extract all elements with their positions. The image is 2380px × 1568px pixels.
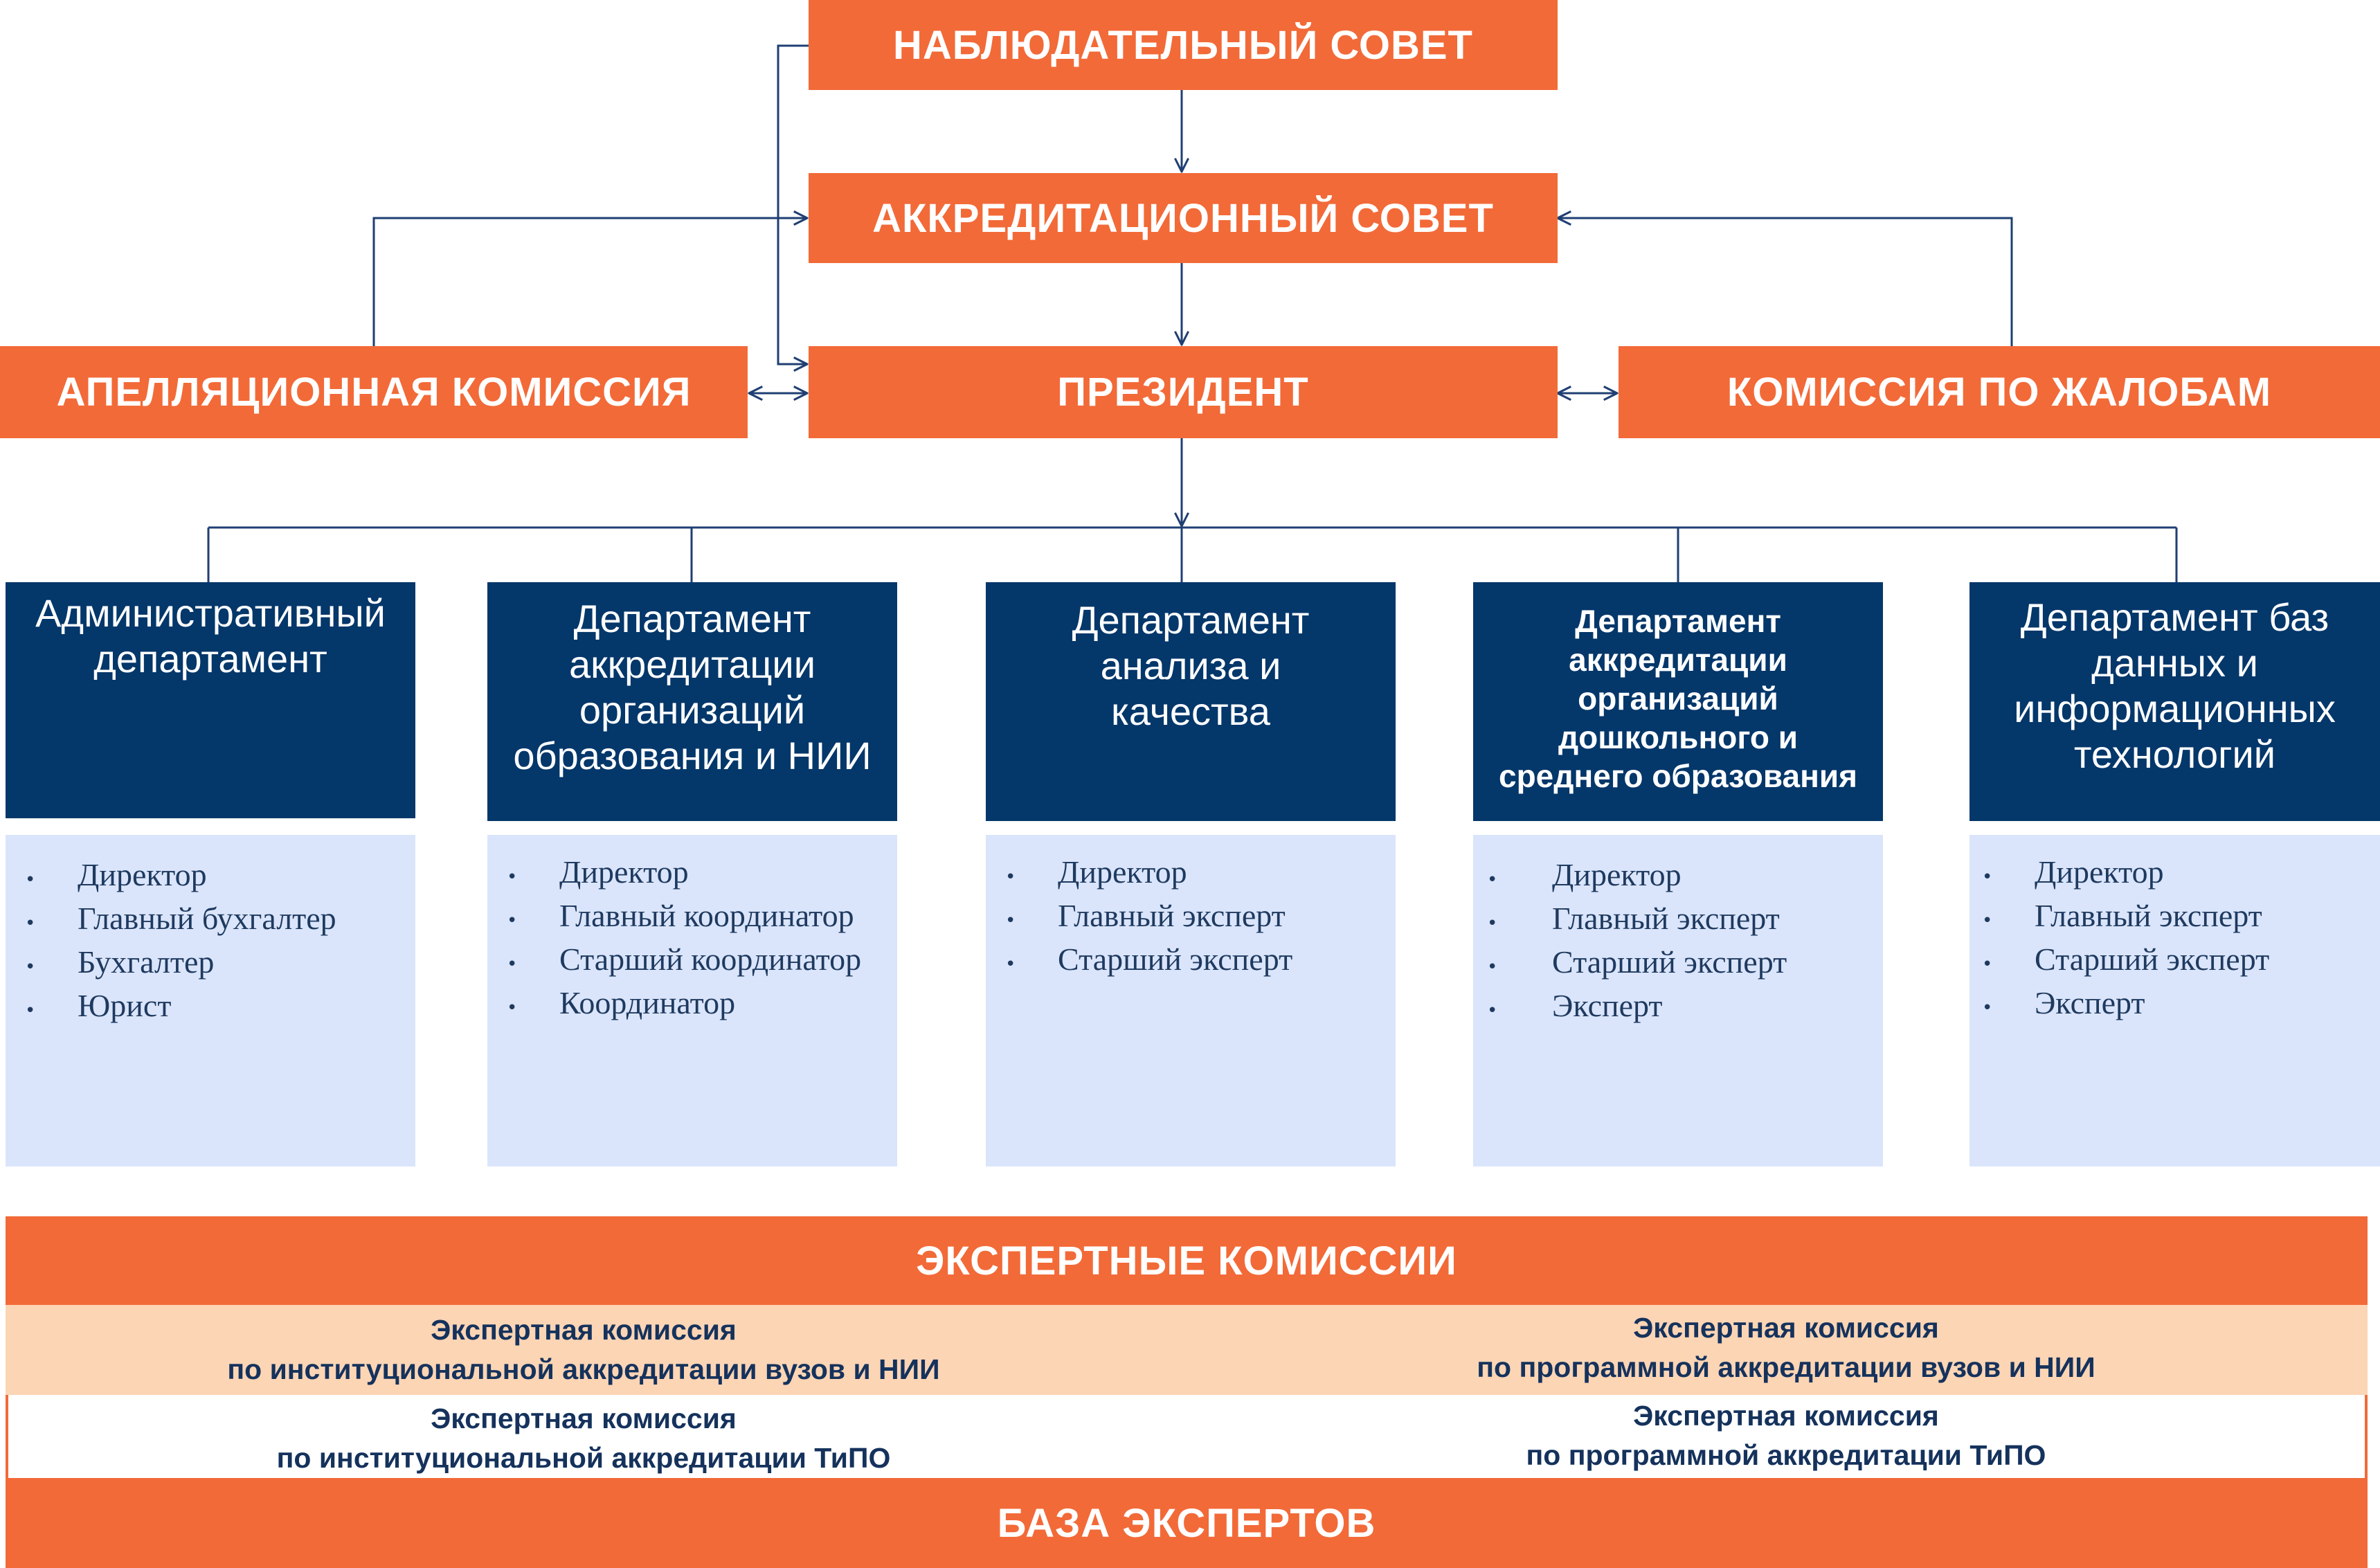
line-supervisory-to-president: [777, 44, 809, 364]
list-item: •Старший координатор: [507, 941, 862, 977]
list-item: •Директор: [1982, 854, 2164, 890]
complaints-commission-box: КОМИССИЯ ПО ЖАЛОБАМ: [1619, 346, 2380, 438]
list-item: •Директор: [507, 854, 689, 890]
line-appeals-to-council: [372, 218, 807, 346]
list-item: •Главный бухгалтер: [25, 901, 336, 936]
department-roles-higher-ed-accreditation: •Директор •Главный координатор •Старший …: [487, 835, 897, 1166]
list-item: •Старший эксперт: [1982, 941, 2270, 977]
list-item: •Координатор: [507, 985, 736, 1020]
expert-commissions-white-band: [6, 1395, 2368, 1478]
line-complaints-to-council: [1558, 218, 2013, 346]
commission-institutional-universities: Экспертная комиссия по институциональной…: [227, 1314, 940, 1385]
list-item: •Эксперт: [1487, 988, 1663, 1023]
commission-institutional-tipo: Экспертная комиссия по институциональной…: [276, 1403, 891, 1474]
accreditation-council-box: АККРЕДИТАЦИОННЫЙ СОВЕТ: [809, 173, 1558, 263]
experts-database-footer: БАЗА ЭКСПЕРТОВ: [6, 1478, 2368, 1568]
expert-commissions-peach-band: [6, 1305, 2368, 1395]
department-roles-administrative: •Директор •Главный бухгалтер •Бухгалтер …: [6, 835, 415, 1166]
commission-program-universities: Экспертная комиссия по программной аккре…: [1477, 1312, 2095, 1383]
list-item: •Старший эксперт: [1005, 941, 1293, 977]
list-item: •Бухгалтер: [25, 944, 215, 980]
department-roles-databases-it: •Директор •Главный эксперт •Старший эксп…: [1969, 835, 2380, 1166]
supervisory-board-box: НАБЛЮДАТЕЛЬНЫЙ СОВЕТ: [809, 0, 1558, 90]
list-item: •Юрист: [25, 988, 172, 1023]
list-item: •Старший эксперт: [1487, 944, 1787, 980]
expert-commissions-header: ЭКСПЕРТНЫЕ КОМИССИИ: [6, 1216, 2368, 1305]
appeals-commission-box: АПЕЛЛЯЦИОННАЯ КОМИССИЯ: [0, 346, 748, 438]
list-item: •Директор: [1005, 854, 1187, 890]
list-item: •Эксперт: [1982, 985, 2145, 1020]
list-item: •Главный эксперт: [1005, 898, 1286, 933]
department-roles-analysis-quality: •Директор •Главный эксперт •Старший эксп…: [986, 835, 1396, 1166]
list-item: •Директор: [1487, 857, 1682, 892]
president-box: ПРЕЗИДЕНТ: [809, 346, 1558, 438]
department-roles-school-accreditation: •Директор •Главный эксперт •Старший эксп…: [1473, 835, 1883, 1166]
list-item: •Директор: [25, 857, 207, 892]
list-item: •Главный эксперт: [1982, 898, 2262, 933]
list-item: •Главный эксперт: [1487, 901, 1780, 936]
list-item: •Главный координатор: [507, 898, 854, 933]
commission-program-tipo: Экспертная комиссия по программной аккре…: [1526, 1400, 2046, 1471]
